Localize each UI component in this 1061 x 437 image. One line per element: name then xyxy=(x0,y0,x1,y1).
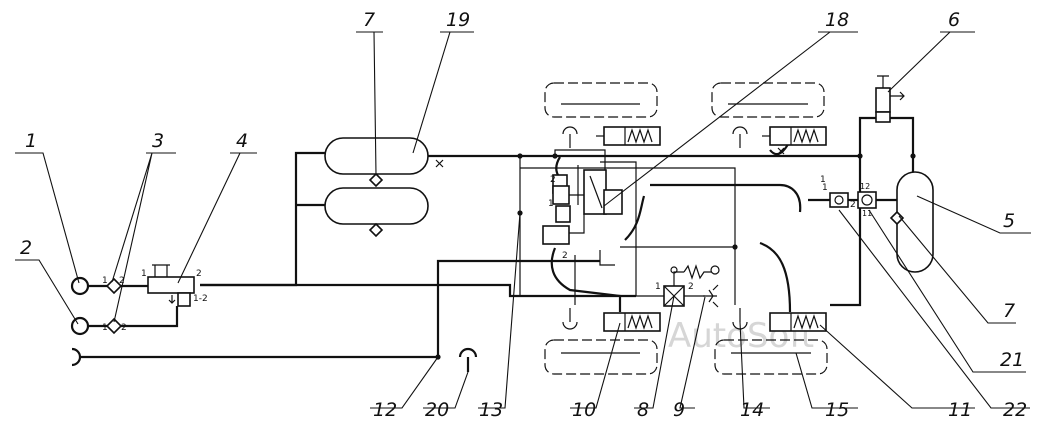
callout-7-top: 7 xyxy=(363,9,375,31)
port-label: 2 xyxy=(688,282,694,292)
brake-chamber-rear-right xyxy=(769,312,827,332)
port-labels: 1 2 1 2 1 2 1-2 1 2 1 2 1 2 1 2 11 12 xyxy=(102,175,872,333)
port-label: 1 xyxy=(655,282,661,292)
pipelines xyxy=(80,116,915,359)
brake-chamber-rear-left xyxy=(603,312,661,332)
wheel-rear-right xyxy=(714,339,828,375)
wheel-front-right xyxy=(711,82,825,118)
coupling-heads xyxy=(70,276,478,372)
wheel-rear-left xyxy=(544,339,658,375)
air-reservoir-upper xyxy=(324,137,429,175)
callout-13: 13 xyxy=(479,399,503,421)
drain-valve-upper xyxy=(368,172,384,188)
shutoff-markers xyxy=(435,147,785,168)
manual-valve-6 xyxy=(875,75,905,123)
pressure-regulator-valve xyxy=(147,264,195,307)
port-label: 1 xyxy=(141,269,147,279)
port-label: 2 xyxy=(550,175,556,185)
port-label: 1 xyxy=(822,183,828,193)
callout-9: 9 xyxy=(673,399,685,421)
brake-chamber-front-left xyxy=(596,126,661,146)
port-label: 2 xyxy=(121,323,127,333)
callout-14: 14 xyxy=(740,399,764,421)
callout-21: 21 xyxy=(1000,349,1024,371)
abs-modulator-block xyxy=(542,169,623,245)
wheel-front-left xyxy=(544,82,658,118)
port-label: 12 xyxy=(860,182,870,191)
callout-2: 2 xyxy=(20,237,32,259)
air-reservoir-vertical xyxy=(896,171,934,273)
drain-valve-vertical xyxy=(889,210,905,226)
callout-22: 22 xyxy=(1003,399,1027,421)
callout-5: 5 xyxy=(1003,210,1015,232)
callout-10: 10 xyxy=(572,399,596,421)
port-label: 11 xyxy=(862,209,872,218)
air-reservoir-lower xyxy=(324,187,429,225)
port-label: 1 xyxy=(102,276,108,286)
callout-6: 6 xyxy=(948,9,960,31)
junction-dots xyxy=(435,153,916,360)
callout-15: 15 xyxy=(825,399,849,421)
port-label: 2 xyxy=(196,269,202,279)
port-label: 1-2 xyxy=(193,294,208,304)
callout-12: 12 xyxy=(373,399,397,421)
callout-8: 8 xyxy=(637,399,649,421)
brake-chamber-front-right xyxy=(762,126,827,146)
filter-lower xyxy=(105,317,123,335)
port-label: 1 xyxy=(820,175,826,185)
drain-valve-lower xyxy=(368,222,384,238)
port-label: 2 xyxy=(119,276,125,286)
valve-22 xyxy=(829,192,849,208)
callout-19: 19 xyxy=(446,9,470,31)
callout-18: 18 xyxy=(825,9,849,31)
callout-numbers: 1 2 3 4 5 6 7 7 8 9 10 11 12 13 14 15 18… xyxy=(20,9,1027,421)
port-label: 2 xyxy=(850,200,856,210)
filter-upper xyxy=(105,277,123,295)
port-label: 2 xyxy=(562,251,568,261)
callout-11: 11 xyxy=(948,399,972,421)
callout-3: 3 xyxy=(152,130,164,152)
callout-7-right: 7 xyxy=(1003,300,1015,322)
port-label: 1 xyxy=(102,323,108,333)
wheel-speed-sensors xyxy=(562,126,748,330)
check-valve-9 xyxy=(703,284,719,308)
leader-lines xyxy=(15,31,1031,409)
callout-1: 1 xyxy=(25,130,37,152)
valve-21 xyxy=(857,191,877,209)
port-label: 1 xyxy=(548,199,554,209)
callout-20: 20 xyxy=(425,399,449,421)
callout-4: 4 xyxy=(236,130,248,152)
